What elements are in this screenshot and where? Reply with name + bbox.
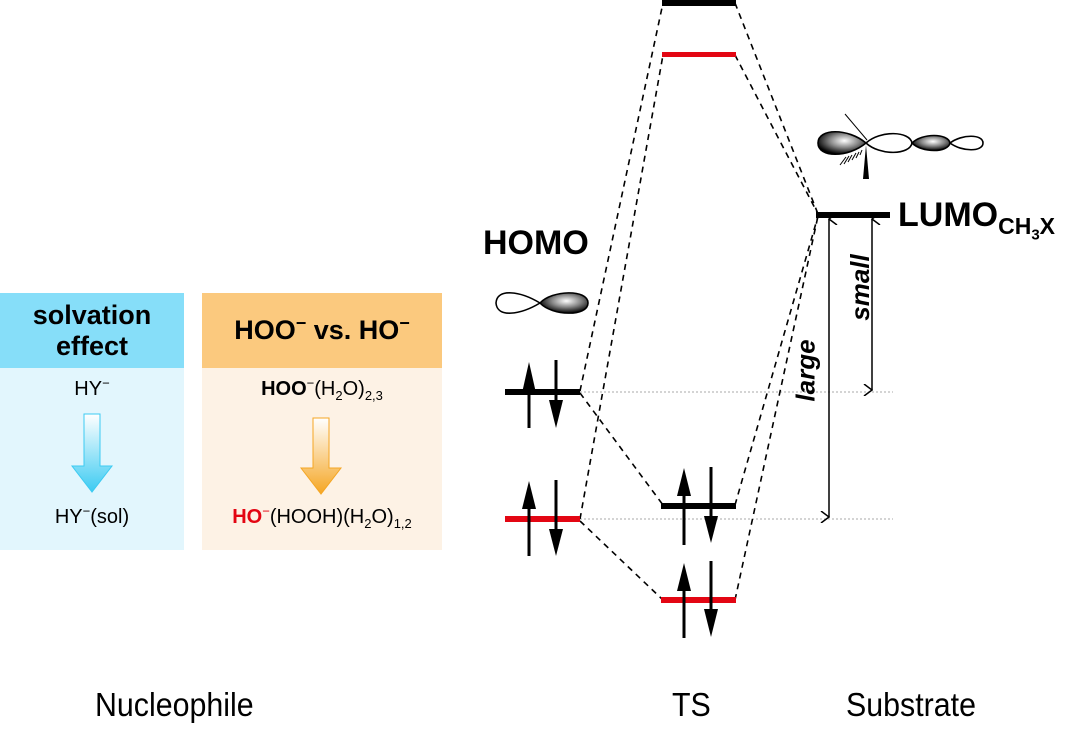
spin-down-arrow-icon [549,529,563,556]
nucleophile-homo-black-level [505,389,580,395]
spin-down-arrow-icon [704,516,718,543]
spin-down-arrow-icon [549,400,563,428]
solvation-bottom-species: HY−(sol) [54,503,130,528]
ts-top-red-level [662,52,736,57]
solvation-arrow [70,413,114,493]
hoo-to-ho-arrow [299,417,343,495]
hoo-hydrated-species: HOO−(H2O)2,3 [261,375,383,403]
spin-pair-ts-red [677,561,718,638]
corr-homo-red-to-ts-top-red [579,54,664,520]
ts-top-black-level [662,0,736,6]
correlation-lines [579,2,819,601]
solvation-top-species: HY− [74,375,110,400]
ts-low-red-level [661,597,736,603]
hoo-vs-ho-header: HOO− vs. HO− [202,293,442,368]
spin-up-arrow-icon [522,362,536,393]
homo-orbital-icon [495,292,589,314]
corr-ts-top-red-to-lumo [734,54,819,215]
electron-pairs [522,360,718,638]
corr-ts-top-black-to-lumo [734,2,819,215]
corr-homo-black-to-ts-low-black [579,392,664,506]
solvation-title-line2: effect [55,330,129,361]
spin-up-arrow-icon [522,481,536,509]
homo-label: HOMO [483,224,589,262]
spin-pair-ts-black [677,467,718,545]
spin-pair-homo-black [522,360,563,428]
solvation-effect-header: solvation effect [0,293,184,368]
hoo-vs-ho-body: HOO−(H2O)2,3 HO−(HOOH)(H2O)1,2 [202,368,442,550]
ts-low-black-level [661,503,736,509]
ho-hydrated-species: HO−(HOOH)(H2O)1,2 [232,503,412,531]
spin-up-arrow-icon [677,468,691,496]
corr-homo-red-to-ts-low-red [579,520,664,601]
nucleophile-homo-red-level [505,516,580,522]
column-label-ts: TS [672,686,711,723]
lumo-orbital-icon [817,113,984,179]
small-gap-label: small [844,254,875,321]
spin-up-arrow-icon [677,563,691,591]
solvation-title-line1: solvation [32,299,152,330]
corr-homo-black-to-ts-top-black [579,2,664,392]
column-label-substrate: Substrate [846,686,976,723]
solvation-effect-body: HY− HY−(sol) [0,368,184,550]
corr-ts-low-red-to-lumo [734,215,819,601]
large-gap-label: large [790,339,821,402]
lumo-level [816,212,890,218]
lumo-label: LUMOCH3X [898,196,1056,244]
spin-down-arrow-icon [704,609,718,637]
spin-pair-homo-red [522,480,563,556]
column-label-nucleophile: Nucleophile [95,686,254,723]
